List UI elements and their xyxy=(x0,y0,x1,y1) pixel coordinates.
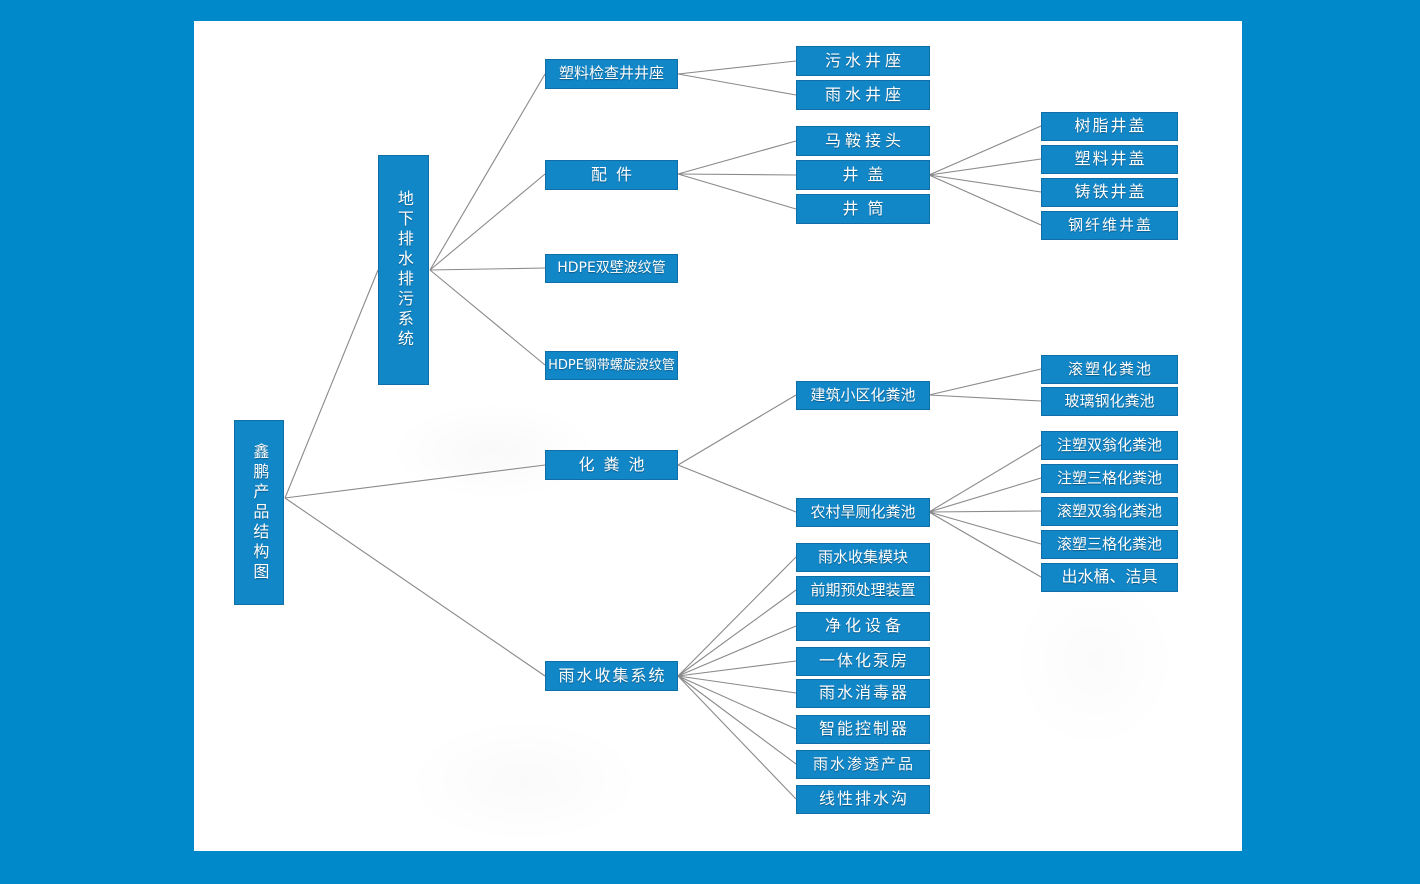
node-steel-fiber-manhole-cover[interactable]: 钢纤维井盖 xyxy=(1041,211,1178,240)
node-building-community-septic-tank[interactable]: 建筑小区化粪池 xyxy=(796,381,930,410)
node-injection-double-urn-septic-tank[interactable]: 注塑双翁化粪池 xyxy=(1041,431,1178,460)
node-underground-drainage-system[interactable]: 地下排水排污系统 xyxy=(378,155,429,385)
node-fittings[interactable]: 配件 xyxy=(545,160,678,190)
node-well-shaft[interactable]: 井筒 xyxy=(796,194,930,224)
node-rainwater-collection-system[interactable]: 雨水收集系统 xyxy=(545,661,678,691)
node-saddle-joint[interactable]: 马鞍接头 xyxy=(796,126,930,156)
node-manhole-cover[interactable]: 井盖 xyxy=(796,160,930,190)
node-injection-three-compartment-septic-tank[interactable]: 注塑三格化粪池 xyxy=(1041,464,1178,493)
node-hdpe-double-wall-corrugated-pipe[interactable]: HDPE双壁波纹管 xyxy=(545,254,678,283)
node-rainwater-well-base[interactable]: 雨水井座 xyxy=(796,80,930,110)
node-rainwater-infiltration-products[interactable]: 雨水渗透产品 xyxy=(796,750,930,779)
node-rainwater-disinfector[interactable]: 雨水消毒器 xyxy=(796,679,930,708)
node-septic-tank[interactable]: 化粪池 xyxy=(545,450,678,480)
node-rotomolded-double-urn-septic-tank[interactable]: 滚塑双翁化粪池 xyxy=(1041,497,1178,526)
node-rainwater-collection-module[interactable]: 雨水收集模块 xyxy=(796,543,930,572)
node-sewage-well-base[interactable]: 污水井座 xyxy=(796,46,930,76)
node-linear-drainage-channel[interactable]: 线性排水沟 xyxy=(796,785,930,814)
node-purification-equipment[interactable]: 净化设备 xyxy=(796,612,930,641)
node-rotomolded-three-compartment-septic-tank[interactable]: 滚塑三格化粪池 xyxy=(1041,530,1178,559)
node-plastic-inspection-well-base[interactable]: 塑料检查井井座 xyxy=(545,59,678,89)
node-smart-controller[interactable]: 智能控制器 xyxy=(796,715,930,744)
node-hdpe-steel-belt-spiral-corrugated-pipe[interactable]: HDPE钢带螺旋波纹管 xyxy=(545,351,678,380)
node-cast-iron-manhole-cover[interactable]: 铸铁井盖 xyxy=(1041,178,1178,207)
node-integrated-pump-house[interactable]: 一体化泵房 xyxy=(796,647,930,676)
node-plastic-manhole-cover[interactable]: 塑料井盖 xyxy=(1041,145,1178,174)
node-frp-septic-tank[interactable]: 玻璃钢化粪池 xyxy=(1041,387,1178,416)
node-resin-manhole-cover[interactable]: 树脂井盖 xyxy=(1041,112,1178,141)
node-root[interactable]: 鑫鹏产品结构图 xyxy=(234,420,284,605)
node-outlet-bucket-sanitary-ware[interactable]: 出水桶、洁具 xyxy=(1041,563,1178,592)
node-pre-treatment-device[interactable]: 前期预处理装置 xyxy=(796,576,930,605)
node-rural-dry-toilet-septic-tank[interactable]: 农村旱厕化粪池 xyxy=(796,498,930,527)
node-rotomolded-septic-tank[interactable]: 滚塑化粪池 xyxy=(1041,355,1178,384)
